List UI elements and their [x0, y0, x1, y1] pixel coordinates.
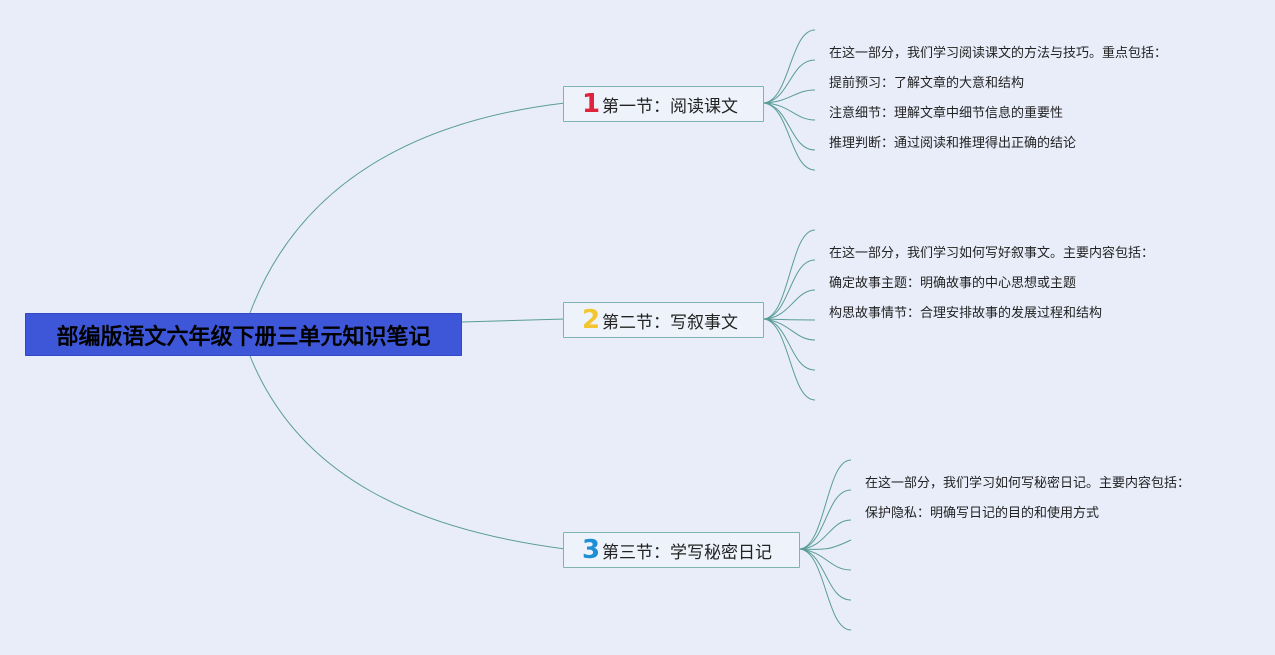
section-number-2: 2 — [582, 305, 601, 335]
section-1-item-2[interactable]: 提前预习：了解文章的大意和结构 — [829, 76, 1025, 91]
section-3-item-2[interactable]: 保护隐私：明确写日记的目的和使用方式 — [865, 506, 1100, 521]
section-1-item-1[interactable]: 在这一部分，我们学习阅读课文的方法与技巧。重点包括： — [829, 46, 1168, 61]
root-title: 部编版语文六年级下册三单元知识笔记 — [56, 324, 431, 350]
section-number-3: 3 — [582, 535, 601, 565]
section-2-item-2[interactable]: 确定故事主题：明确故事的中心思想或主题 — [829, 276, 1077, 291]
section-3-branches — [799, 459, 852, 631]
connector-root-section-2 — [461, 318, 566, 323]
section-3-item-1[interactable]: 在这一部分，我们学习如何写秘密日记。主要内容包括： — [865, 476, 1191, 491]
section-2-item-1[interactable]: 在这一部分，我们学习如何写好叙事文。主要内容包括： — [829, 246, 1155, 261]
section-3-title: 第三节：学写秘密日记 — [602, 542, 772, 563]
section-2-branches — [763, 229, 816, 401]
section-1-topic[interactable]: 1 第一节：阅读课文 — [563, 86, 764, 122]
section-2-item-3[interactable]: 构思故事情节：合理安排故事的发展过程和结构 — [829, 306, 1103, 321]
section-2-topic[interactable]: 2 第二节：写叙事文 — [563, 302, 764, 338]
section-3-topic[interactable]: 3 第三节：学写秘密日记 — [563, 532, 800, 568]
connector-root-section-3 — [249, 355, 566, 550]
section-1-title: 第一节：阅读课文 — [602, 96, 738, 117]
section-1-branches — [763, 29, 816, 171]
section-number-1: 1 — [582, 89, 601, 119]
section-1-item-3[interactable]: 注意细节：理解文章中细节信息的重要性 — [829, 106, 1064, 121]
root-topic[interactable]: 部编版语文六年级下册三单元知识笔记 — [25, 313, 462, 356]
section-2-title: 第二节：写叙事文 — [602, 312, 738, 333]
connector-root-section-1 — [249, 102, 566, 314]
section-1-item-4[interactable]: 推理判断：通过阅读和推理得出正确的结论 — [829, 136, 1077, 151]
